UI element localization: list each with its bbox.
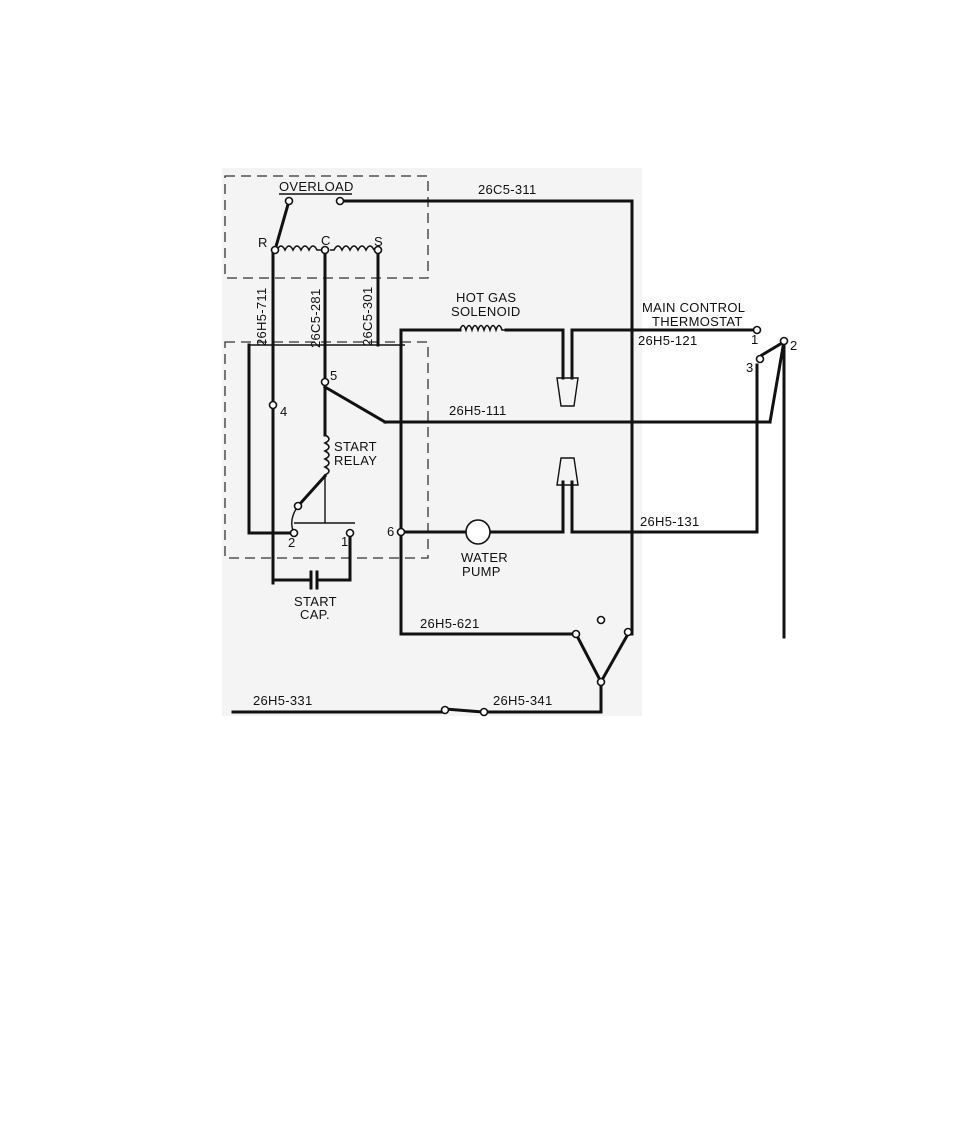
start-relay-label-1: START	[334, 439, 377, 454]
wire-label-311: 26C5-311	[478, 182, 537, 197]
terminal-5: 5	[330, 368, 338, 383]
start-cap-label-2: CAP.	[300, 607, 330, 622]
water-pump-label-1: WATER	[461, 550, 508, 565]
thermostat-terminal-3: 3	[746, 360, 754, 375]
wire-label-331: 26H5-331	[253, 693, 313, 708]
terminal-s-label: S	[374, 234, 383, 249]
wire-label-711: 26H5-711	[254, 287, 269, 346]
wire-label-621: 26H5-621	[420, 616, 480, 631]
overload-label: OVERLOAD	[279, 179, 354, 194]
relay-terminal-2: 2	[288, 535, 296, 550]
wire-label-301: 26C5-301	[360, 287, 375, 347]
thermostat-terminal-1: 1	[751, 332, 759, 347]
terminal-4: 4	[280, 404, 288, 419]
hot-gas-label-2: SOLENOID	[451, 304, 521, 319]
wire-label-121: 26H5-121	[638, 333, 698, 348]
main-control-label-1: MAIN CONTROL	[642, 300, 745, 315]
start-relay-label-2: RELAY	[334, 453, 377, 468]
relay-terminal-1: 1	[341, 534, 349, 549]
thermostat-terminal-2: 2	[790, 338, 798, 353]
hot-gas-label-1: HOT GAS	[456, 290, 516, 305]
water-pump-motor	[466, 520, 490, 544]
terminal-r-label: R	[258, 235, 268, 250]
wire-label-111: 26H5-111	[449, 403, 507, 418]
terminal-6: 6	[387, 524, 395, 539]
wire-label-131: 26H5-131	[640, 514, 700, 529]
water-pump-label-2: PUMP	[462, 564, 501, 579]
terminal-c-label: C	[321, 233, 331, 248]
wire-label-281: 26C5-281	[308, 289, 323, 349]
main-control-label-2: THERMOSTAT	[652, 314, 743, 329]
wire-label-341: 26H5-341	[493, 693, 553, 708]
